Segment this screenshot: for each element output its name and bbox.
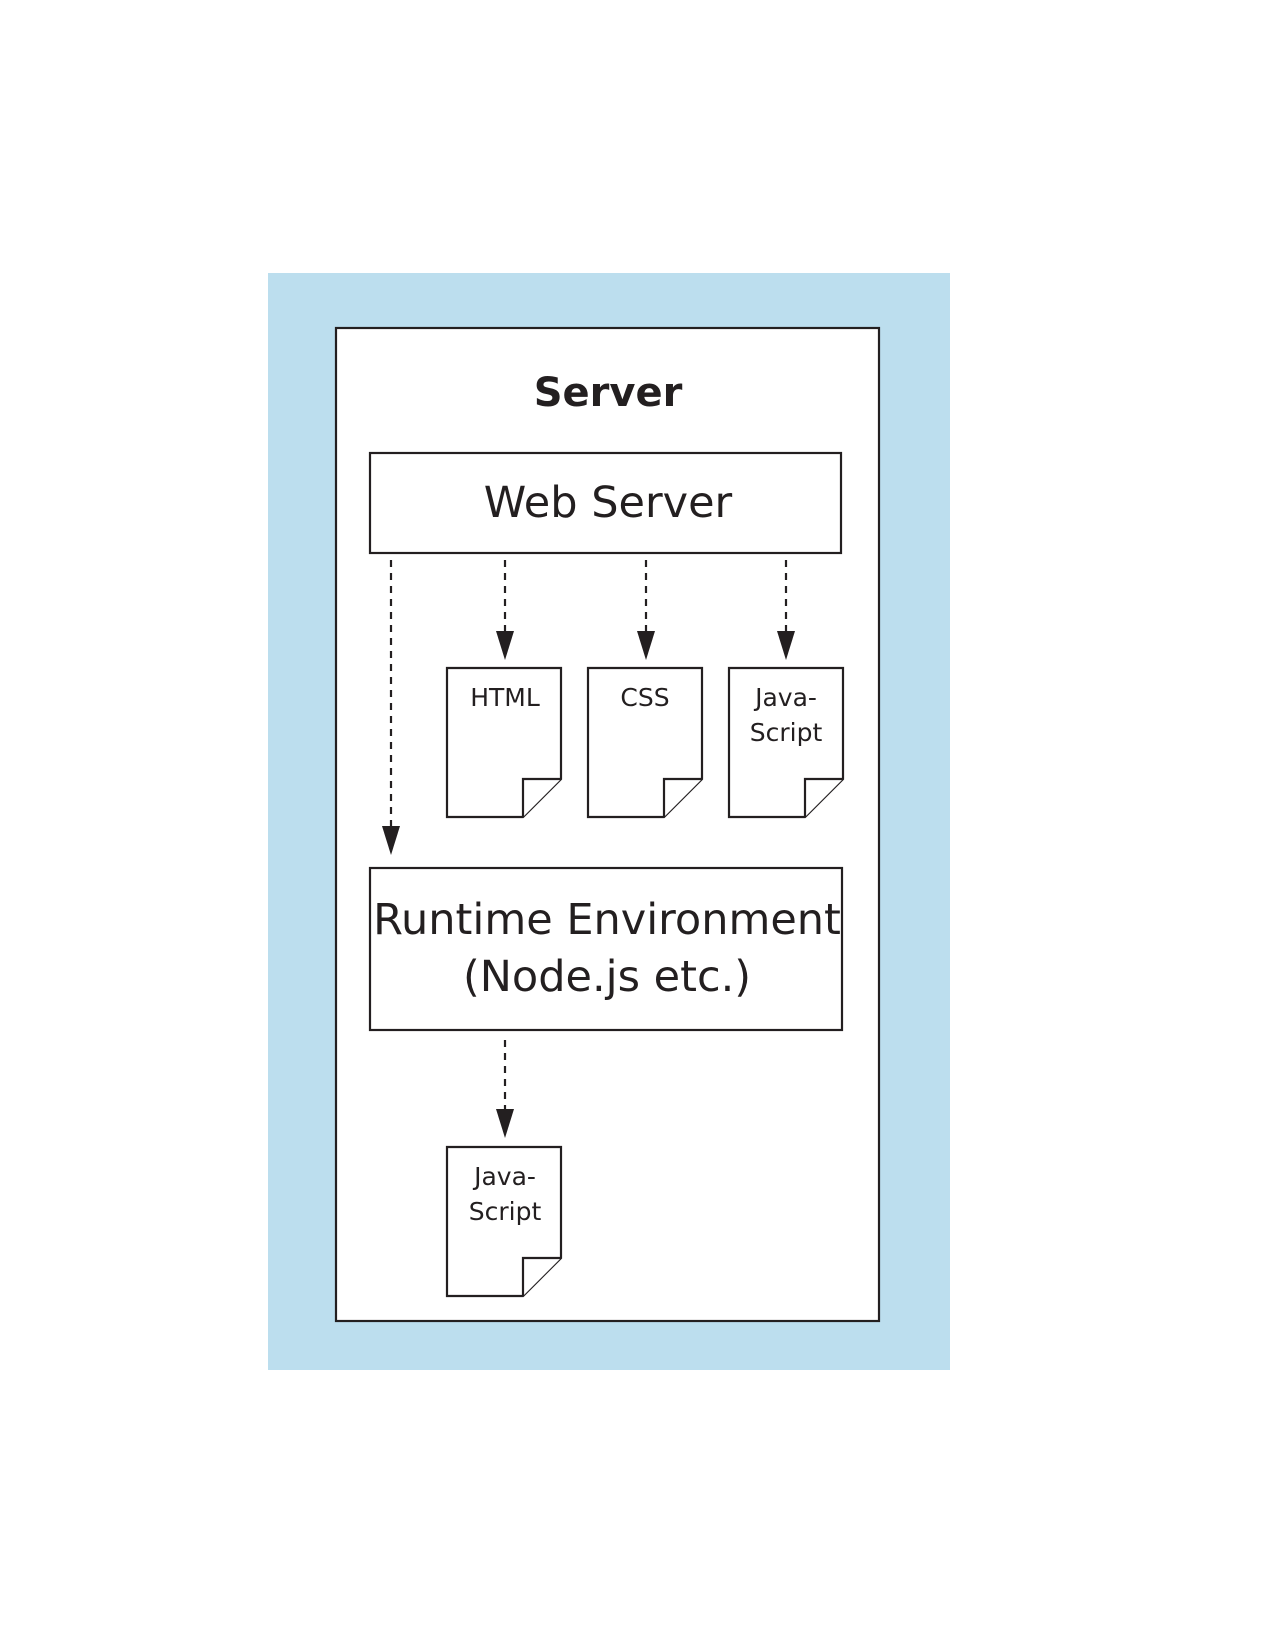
- arrow-web-server-to-runtime: [382, 560, 400, 855]
- document-css: CSS: [586, 666, 704, 819]
- document-javascript-top: Java- Script: [727, 666, 845, 819]
- arrow-web-server-to-html: [496, 560, 514, 660]
- runtime-environment-label-line2: (Node.js etc.): [463, 952, 751, 1002]
- document-html-label: HTML: [470, 683, 540, 712]
- arrow-web-server-to-css: [637, 560, 655, 660]
- document-javascript-top-line1: Java-: [753, 683, 817, 712]
- document-css-label: CSS: [620, 683, 669, 712]
- web-server-box: [368, 451, 843, 555]
- runtime-environment-label-line1: Runtime Environment: [373, 895, 841, 945]
- web-server-label: Web Server: [484, 478, 733, 528]
- server-title: Server: [534, 370, 683, 416]
- arrow-web-server-to-javascript: [777, 560, 795, 660]
- arrow-runtime-to-javascript: [496, 1040, 514, 1138]
- document-javascript-top-line2: Script: [750, 718, 823, 747]
- document-javascript-bottom-line2: Script: [469, 1197, 542, 1226]
- document-javascript-bottom-line1: Java-: [472, 1162, 536, 1191]
- runtime-environment-box: [368, 866, 844, 1032]
- document-javascript-bottom: Java- Script: [445, 1145, 563, 1298]
- document-html: HTML: [445, 666, 563, 819]
